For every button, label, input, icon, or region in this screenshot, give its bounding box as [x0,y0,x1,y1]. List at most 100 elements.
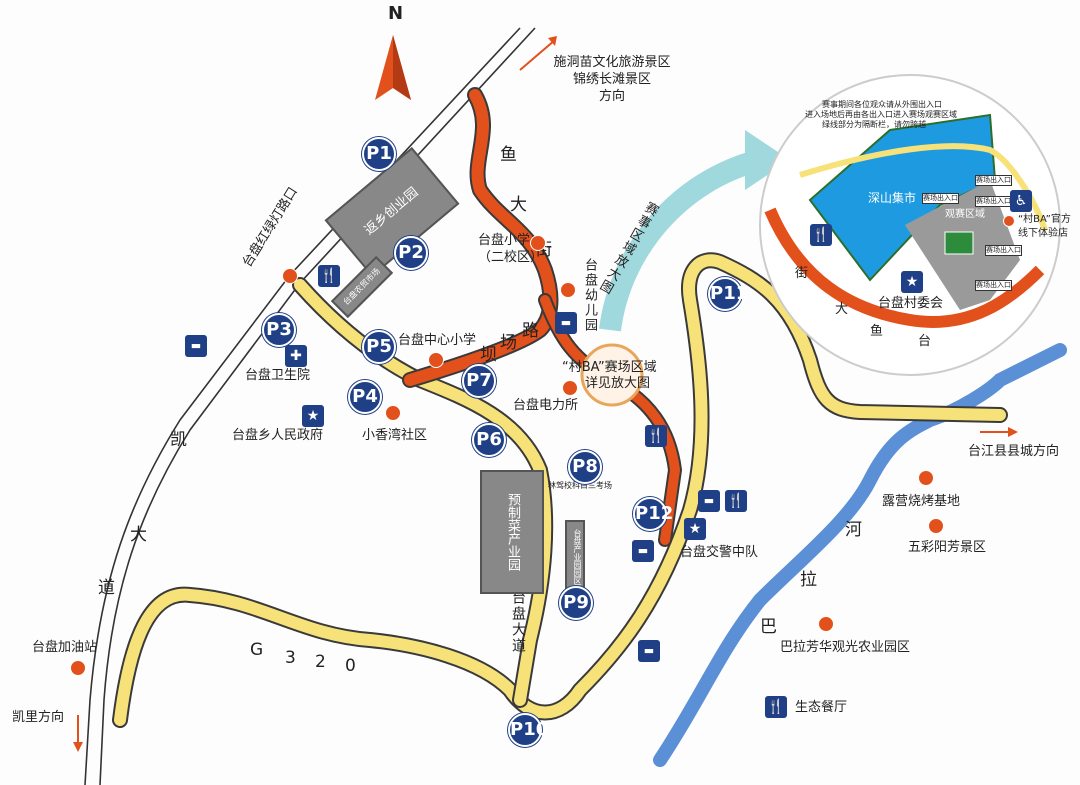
zoom-arrow [599,149,763,332]
place-zhengfu: 台盘乡人民政府 [232,428,324,443]
place-cunba-sub: 详见放大图 [585,376,651,391]
restaurant-icon: 🍴 [810,224,832,246]
restaurant-icon: 🍴 [645,425,667,447]
bachang-2: 场 [500,333,517,353]
bachang-1: 坝 [480,345,497,365]
place-xiaoxue2b: （二校区） [478,250,544,265]
inset-store: “村BA”官方 [1018,214,1071,225]
place-youeryuan: 台盘幼儿园 [582,258,597,333]
dot-store [1003,215,1015,227]
inset-street-3: 鱼 [870,324,884,339]
dot-dianlisuo [562,380,578,396]
inset-entry-a: 赛场出入口 [922,193,959,204]
parking-p7: P7 [462,364,496,398]
place-xiaoxue2: 台盘小学 [478,233,531,248]
compass-label: N [388,3,404,24]
dir-top-3: 方向 [598,89,626,104]
place-wucai: 五彩阳芳景区 [908,540,987,555]
hotel-icon: ▬ [185,335,207,357]
inset-street-4: 台 [918,334,932,349]
place-bala: 巴拉芳华观光农业园区 [780,640,911,655]
police-icon: ★ [684,518,706,540]
cunba-blue: 台盘产业园园区 [565,520,585,594]
parking-p2: P2 [394,236,428,270]
hotel-icon: ▬ [632,540,654,562]
river-2: 拉 [800,570,817,590]
yulong-2: 大 [510,195,527,215]
parking-p5: P5 [362,330,396,364]
venue-marker [580,343,644,407]
parking-p11: P11 [708,277,748,311]
g320-2: 2 [315,652,326,672]
dot-bala [818,616,834,632]
place-jiayouzhan: 台盘加油站 [32,640,98,655]
inset-store2: 线下体验店 [1018,228,1068,239]
inset-entry-b: 赛场出入口 [975,175,1012,186]
dot-xiaoxue2 [530,235,546,251]
parking-p12: P12 [633,497,673,531]
parking-p6: P6 [472,423,506,457]
dot-jiayouzhan [70,660,86,676]
hotel-icon: ▬ [638,640,660,662]
yulong-1: 鱼 [500,145,517,165]
kaida-1: 凯 [170,430,187,450]
inset-notice-2: 进入场地后再由各出入口进入赛场观赛区域 [805,110,957,119]
place-jiaojing: 台盘交警中队 [680,545,759,560]
inset-committee: 台盘村委会 [878,296,944,311]
jiaxiao: 林驾校科目三考场 [548,481,612,490]
g320-0: 0 [345,656,356,676]
inset-entry-d: 赛场出入口 [985,245,1022,256]
inset-watch: 观赛区域 [945,209,985,220]
dot-zhongxin [428,352,444,368]
yuzhi-park: 预制菜产业园 [480,470,544,594]
parking-p1: P1 [362,137,396,171]
kaida-2: 大 [130,525,147,545]
dir-top-2: 锦绣长滩景区 [572,72,652,87]
restaurant-icon: 🍴 [765,696,787,718]
kaida-road [84,27,521,785]
place-xiaoxiangwan: 小香湾社区 [362,428,428,443]
place-weishengyuan: 台盘卫生院 [245,368,311,383]
dir-right: 台江县县城方向 [968,444,1060,459]
inset-street-1: 街 [795,266,809,281]
restaurant-icon: 🍴 [725,490,747,512]
parking-p4: P4 [348,380,382,414]
bala-river [653,343,1067,767]
inset-entry-c: 赛场出入口 [975,196,1012,207]
committee-icon: ★ [901,271,923,293]
parking-p8: P8 [568,450,602,484]
inset-market: 深山集市 [868,191,917,205]
government-icon: ★ [302,405,324,427]
g320-g: G [250,640,264,660]
inset-notice-1: 赛事期间各位观众请从外围出入口 [822,100,942,109]
place-cunba: “村BA”赛场区域 [562,360,657,375]
dot-hongludeng [282,268,298,284]
inset-notice-3: 绿线部分为隔断栏，请勿跨越 [822,120,926,129]
dir-top-1: 施洞苗文化旅游景区 [553,55,671,70]
restaurant-icon: 🍴 [318,265,340,287]
dot-youeryuan [560,282,576,298]
kaida-3: 道 [98,578,115,598]
place-dianlisuo: 台盘电力所 [513,398,579,413]
place-shengtai: 生态餐厅 [795,700,848,715]
taipan-dadao: 台盘大道 [510,590,526,654]
dot-wucai [928,518,944,534]
dot-lubing [918,470,934,486]
place-lubing: 露营烧烤基地 [882,494,961,509]
river-1: 巴 [760,617,777,637]
dir-left: 凯里方向 [12,710,65,725]
inset-entry-e: 赛场出入口 [975,280,1012,291]
parking-p3: P3 [262,313,296,347]
hotel-icon: ▬ [698,490,720,512]
hotel-icon: ▬ [555,312,577,334]
g320-3: 3 [285,648,296,668]
dot-xiaoxiangwan [385,405,401,421]
bachang-3: 路 [522,321,539,341]
parking-p10: P10 [508,713,548,747]
inset-street-2: 大 [835,302,849,317]
hospital-icon: ✚ [285,345,307,367]
restroom-icon: ♿ [1010,190,1032,212]
river-3: 河 [845,520,862,540]
parking-p9: P9 [559,586,593,620]
